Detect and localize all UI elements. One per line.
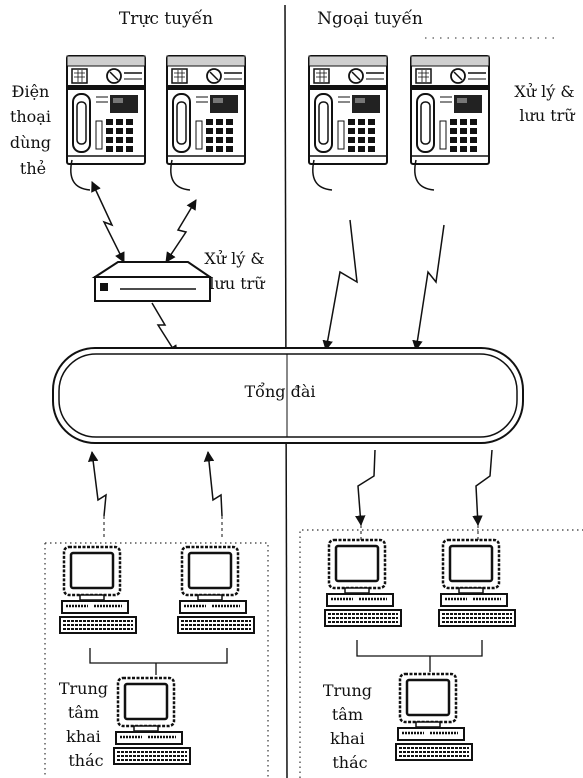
wireless-link-arrow [208, 452, 222, 516]
wireless-link-arrow [166, 200, 196, 262]
desktop-computer-icon [178, 547, 254, 633]
ops-center-right-label: Trung tâm khai thác [323, 681, 377, 772]
wireless-link-arrow [92, 452, 106, 516]
dashed-connector [104, 516, 222, 540]
dashed-connector [361, 525, 478, 540]
offline-header: Ngoại tuyến [317, 9, 423, 29]
online-processing-label: Xử lý & lưu trữ [204, 249, 269, 293]
lan-link [90, 648, 227, 675]
wireless-link-arrow [416, 225, 444, 350]
card-payphone-icon [167, 56, 245, 164]
card-payphone-icon [67, 56, 145, 164]
wireless-link-arrow [326, 220, 357, 350]
wireless-link-arrow [476, 450, 492, 525]
card-phone-label: Điện thoại dùng thẻ [10, 82, 56, 178]
wireless-link-arrow [358, 450, 375, 525]
ops-center-left-label: Trung tâm khai thác [59, 679, 113, 770]
online-header: Trực tuyến [119, 9, 213, 29]
offline-processing-label: Xử lý & lưu trữ [514, 82, 579, 125]
lan-link [357, 640, 482, 672]
desktop-computer-icon [396, 674, 472, 760]
processing-storage-unit-icon [95, 262, 210, 301]
card-payphone-icon [411, 56, 489, 164]
desktop-computer-icon [325, 540, 401, 626]
desktop-computer-icon [114, 678, 190, 764]
exchange-label: Tổng đài [245, 382, 316, 401]
desktop-computer-icon [60, 547, 136, 633]
card-payphone-icon [309, 56, 387, 164]
wireless-link-arrow [92, 182, 124, 262]
desktop-computer-icon [439, 540, 515, 626]
